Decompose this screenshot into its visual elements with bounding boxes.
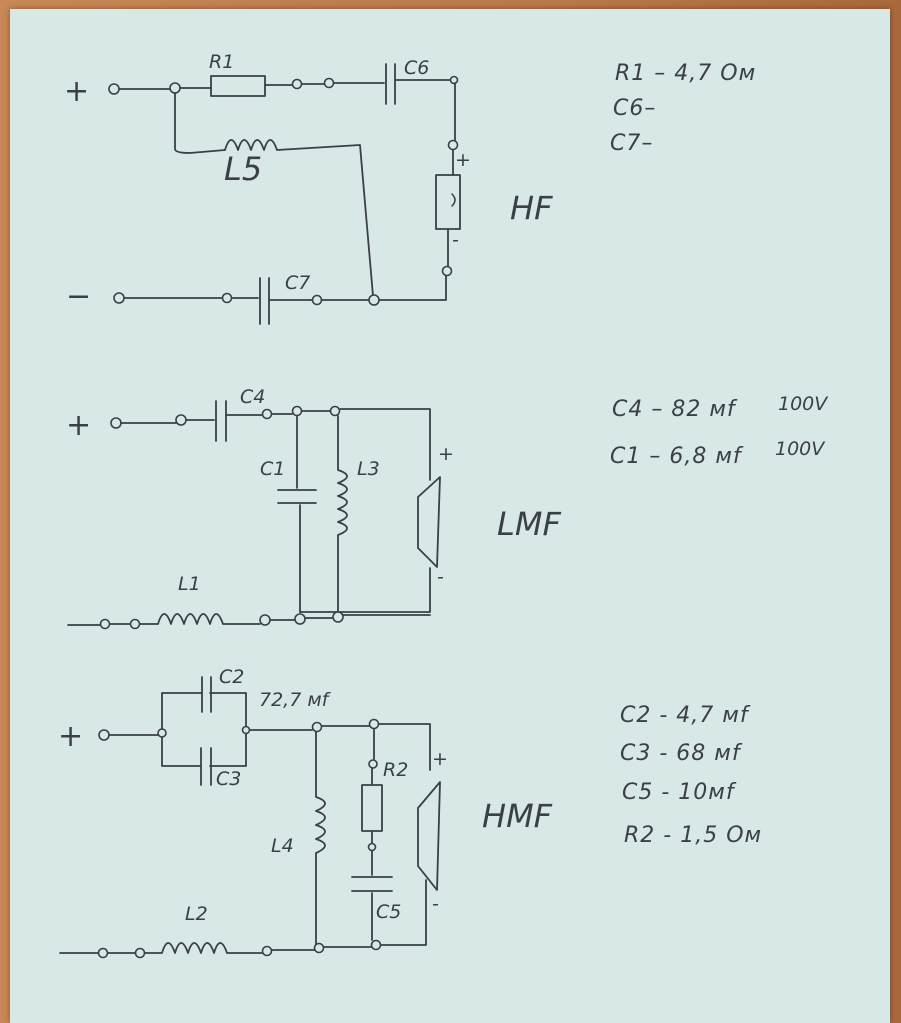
lmf-node xyxy=(259,614,271,626)
lmf-speaker-minus: - xyxy=(437,566,444,588)
c4-capacitor xyxy=(215,400,227,442)
lmf-node xyxy=(291,405,303,417)
hmf-speaker-minus: - xyxy=(432,893,439,915)
c2-capacitor xyxy=(201,676,212,713)
r1-resistor xyxy=(210,75,266,97)
l4-inductor xyxy=(315,731,326,946)
c7-label: C7 xyxy=(285,272,310,294)
lmf-note-c1: C1 – 6,8 мf xyxy=(610,444,744,469)
hmf-minus-terminal xyxy=(97,947,109,959)
hmf-node xyxy=(370,939,382,951)
hmf-section-title: HMF xyxy=(482,797,553,835)
hmf-component-notes: C2 - 4,7 мf C3 - 68 мf C5 - 10мf R2 - 1,… xyxy=(620,703,762,848)
hf-node xyxy=(368,294,380,306)
hf-note-c6: C6– xyxy=(613,96,656,121)
c2-label: C2 xyxy=(219,666,244,688)
hf-plus-terminal-label: + xyxy=(64,74,89,109)
hmf-node xyxy=(261,945,273,957)
lmf-section-title: LMF xyxy=(497,505,561,543)
lmf-node xyxy=(329,405,341,417)
hmf-node xyxy=(241,725,251,735)
hf-tweeter-speaker xyxy=(435,174,461,230)
l1-label: L1 xyxy=(178,573,201,595)
c3-label: C3 xyxy=(216,768,241,790)
hf-node xyxy=(221,292,233,304)
lmf-note-c4-rating: 100V xyxy=(778,393,829,415)
hmf-node xyxy=(311,721,323,733)
hmf-plus-terminal-label: + xyxy=(58,719,83,754)
hf-component-notes: R1 – 4,7 Ом C6– C7– xyxy=(610,61,756,156)
c5-label: C5 xyxy=(376,901,401,923)
hf-node xyxy=(291,78,303,90)
l2-label: L2 xyxy=(185,903,208,925)
lmf-note-c4: C4 – 82 мf xyxy=(612,397,738,422)
c7-capacitor xyxy=(259,277,270,325)
r2-label: R2 xyxy=(383,759,408,781)
lmf-speaker-plus: + xyxy=(438,443,454,465)
hf-node xyxy=(441,265,453,277)
hmf-note-c5: C5 - 10мf xyxy=(622,780,737,805)
lmf-plus-terminal-label: + xyxy=(66,408,91,443)
hmf-speaker-plus: + xyxy=(432,748,448,770)
c1-capacitor xyxy=(277,415,317,613)
l5-inductor xyxy=(224,139,374,297)
l2-inductor xyxy=(144,942,263,954)
l3-inductor xyxy=(337,415,348,613)
hf-note-c7: C7– xyxy=(610,131,653,156)
l4-label: L4 xyxy=(271,835,294,857)
hf-node xyxy=(323,77,335,89)
hmf-node xyxy=(367,842,377,852)
hf-circuit: + R1 C6 + - L5 − xyxy=(64,51,553,325)
c1-label: C1 xyxy=(260,458,285,480)
l3-label: L3 xyxy=(357,458,380,480)
lmf-node xyxy=(129,618,141,630)
lmf-node xyxy=(175,414,187,426)
hmf-note-r2: R2 - 1,5 Ом xyxy=(624,823,762,848)
hf-speaker-plus: + xyxy=(455,149,471,171)
hf-minus-terminal xyxy=(113,292,125,304)
hf-node xyxy=(311,294,323,306)
c6-label: C6 xyxy=(404,57,429,79)
hmf-plus-terminal xyxy=(98,729,110,741)
hf-plus-terminal xyxy=(108,83,120,95)
c6-capacitor xyxy=(385,63,396,105)
hmf-node xyxy=(368,718,380,730)
c4-label: C4 xyxy=(240,386,265,408)
hmf-node xyxy=(368,759,378,769)
hmf-circuit: + C2 C3 72,7 мf L4 R2 C5 + - xyxy=(58,666,553,959)
hmf-node xyxy=(134,947,146,959)
lmf-node xyxy=(261,408,273,420)
l1-inductor xyxy=(139,613,261,625)
hf-node xyxy=(449,75,459,85)
hmf-speaker xyxy=(417,781,441,891)
hf-section-title: HF xyxy=(510,189,553,227)
hmf-note-c3: C3 - 68 мf xyxy=(620,741,743,766)
c2-c3-total-label: 72,7 мf xyxy=(259,689,332,711)
lmf-minus-terminal xyxy=(99,618,111,630)
lmf-node xyxy=(332,611,344,623)
hf-junction-node xyxy=(169,82,181,94)
paper-sheet xyxy=(10,9,890,1023)
hmf-note-c2: C2 - 4,7 мf xyxy=(620,703,751,728)
r2-resistor xyxy=(361,784,383,832)
lmf-plus-terminal xyxy=(110,417,122,429)
hmf-node xyxy=(157,728,167,738)
lmf-node xyxy=(294,613,306,625)
lmf-component-notes: C4 – 82 мf 100V C1 – 6,8 мf 100V xyxy=(610,393,829,469)
hf-speaker-minus: - xyxy=(452,229,459,251)
lmf-circuit: + C4 C1 L3 + - L1 xyxy=(66,386,561,630)
r1-label: R1 xyxy=(209,51,234,73)
l5-label: L5 xyxy=(224,150,262,188)
hmf-node xyxy=(313,942,325,954)
lmf-note-c1-rating: 100V xyxy=(775,438,826,460)
hf-minus-terminal-label: − xyxy=(66,279,91,314)
c5-capacitor xyxy=(351,850,393,941)
hf-note-r1: R1 – 4,7 Ом xyxy=(615,61,756,86)
lmf-speaker xyxy=(417,476,441,568)
c3-capacitor xyxy=(200,747,212,786)
